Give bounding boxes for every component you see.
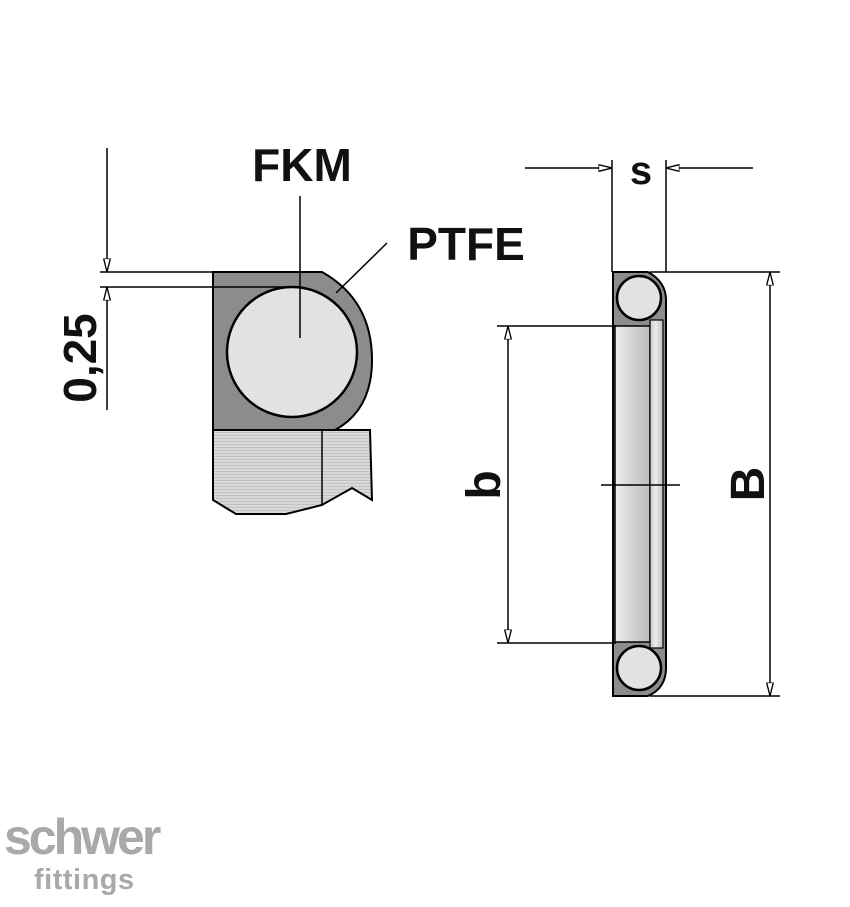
ptfe-leader <box>335 242 388 294</box>
side-view: s b B <box>458 149 780 697</box>
seal-lower-face <box>212 429 374 515</box>
B-label: B <box>722 467 775 502</box>
thickness-label: 0,25 <box>54 313 106 403</box>
brand-name-bottom: fittings <box>34 864 135 896</box>
top-bead <box>615 274 663 322</box>
b-label: b <box>458 470 511 499</box>
brand-name-top: schwer <box>4 809 161 865</box>
fkm-core <box>225 285 359 419</box>
ring-face <box>614 325 651 643</box>
brand-logo: schwer fittings <box>4 812 204 902</box>
bottom-bead <box>615 644 663 692</box>
cross-section: FKM PTFE 0,25 <box>54 139 525 515</box>
ring-inner-strip <box>649 319 664 649</box>
fkm-label: FKM <box>252 139 352 191</box>
s-label: s <box>630 149 652 193</box>
ptfe-label: PTFE <box>407 218 525 270</box>
